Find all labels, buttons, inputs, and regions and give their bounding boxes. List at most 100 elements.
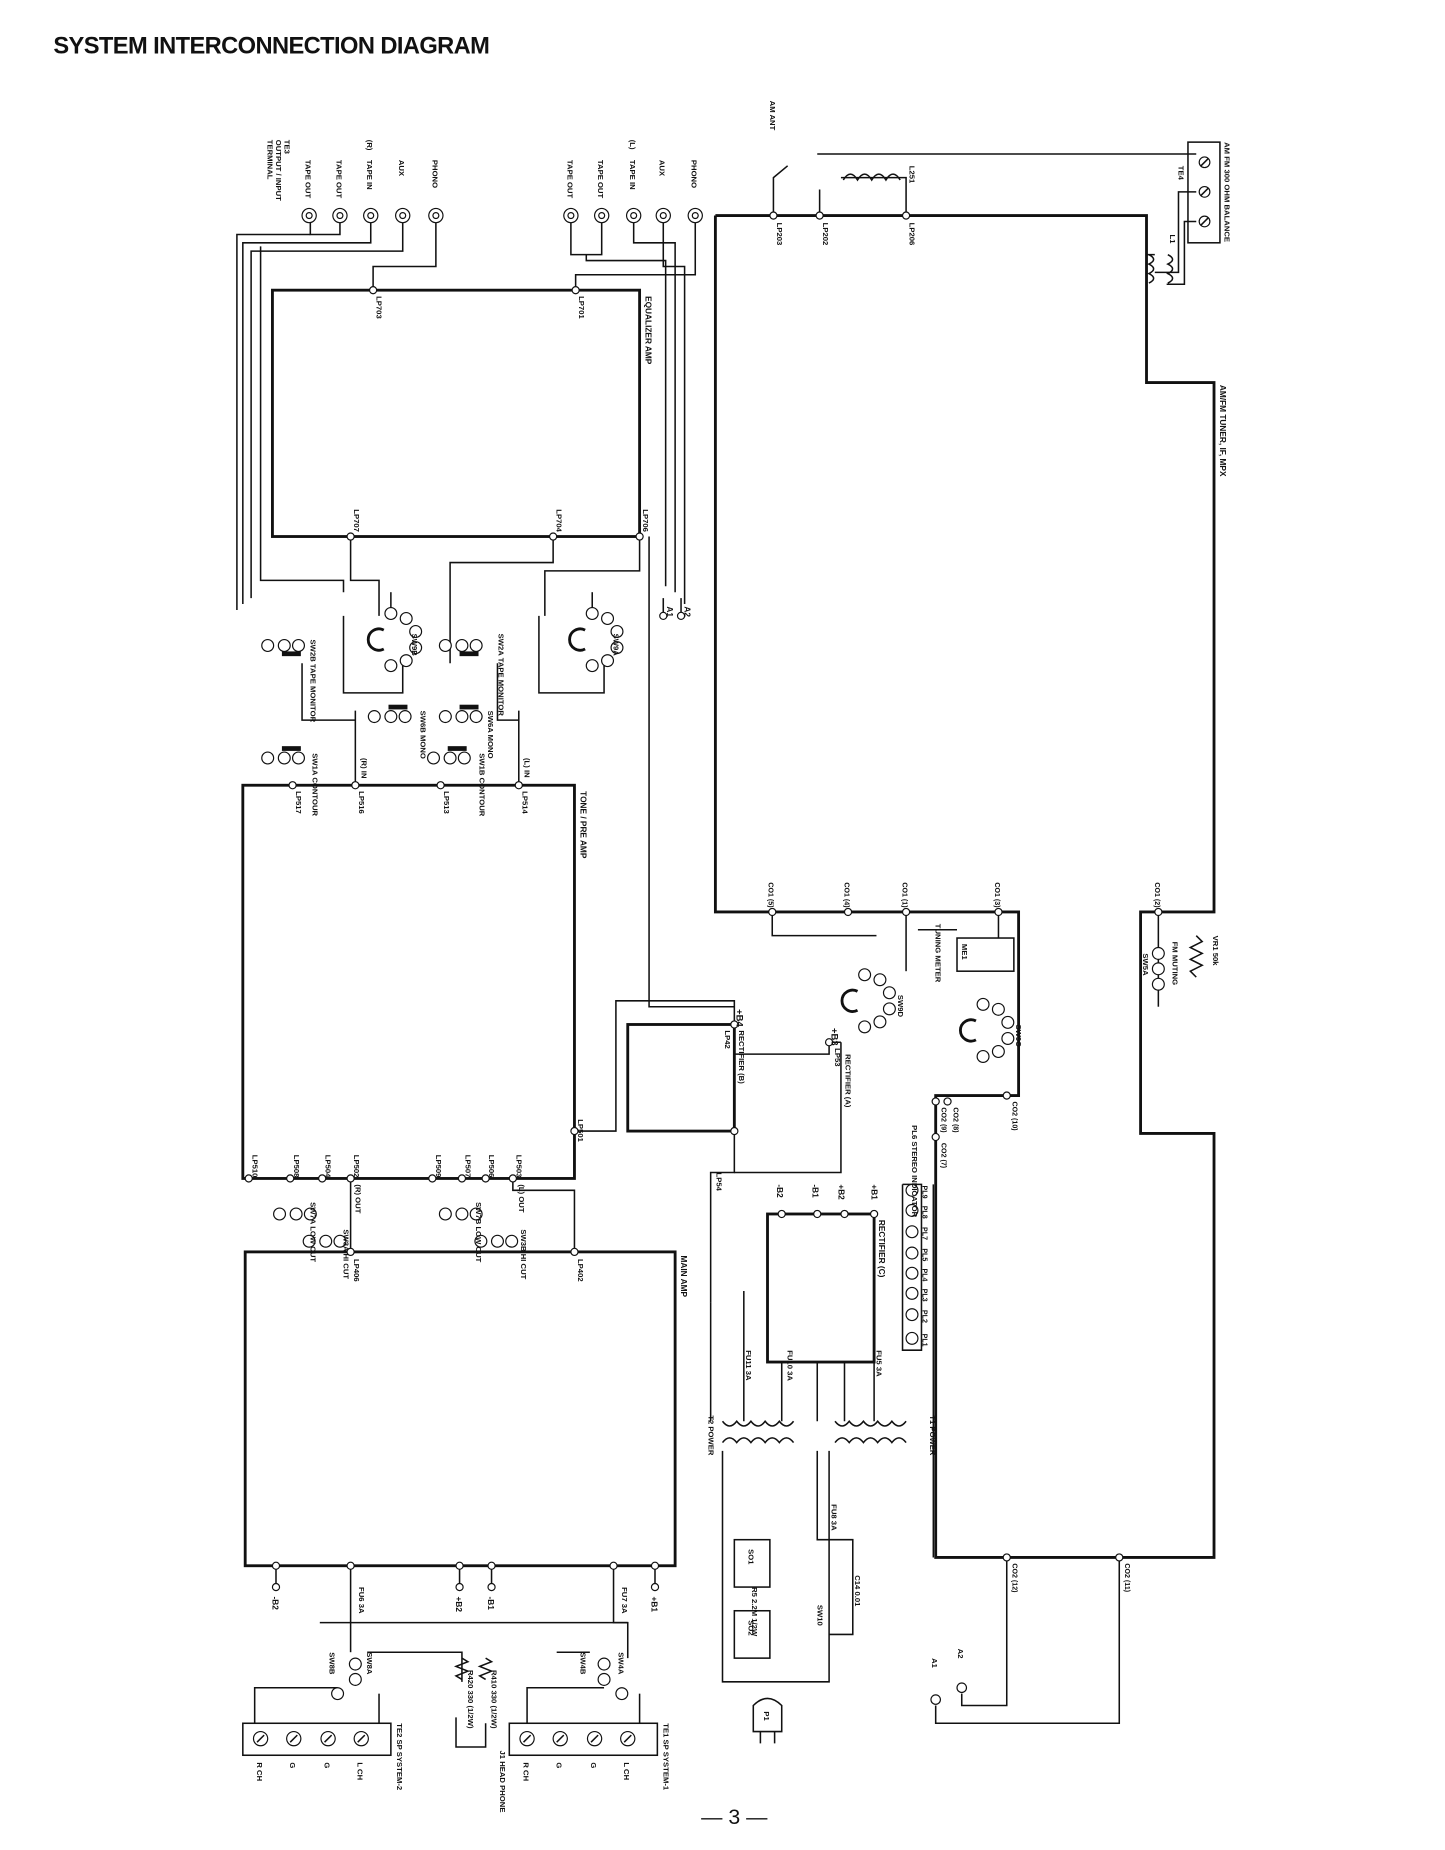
connection-point xyxy=(650,1561,660,1570)
label: SW3B HI CUT xyxy=(519,1229,528,1279)
label: SW9D xyxy=(896,995,905,1018)
label: SW3A HI CUT xyxy=(341,1229,350,1279)
connection-point xyxy=(813,1209,822,1219)
slide-switch-actuator xyxy=(459,651,479,657)
label: +B1 xyxy=(870,1184,880,1200)
pilot-lamp xyxy=(905,1308,919,1322)
wire xyxy=(236,233,311,610)
switch-contact xyxy=(348,1657,362,1671)
slide-switch-actuator xyxy=(281,651,301,657)
label: LP706 xyxy=(641,509,650,532)
label: G xyxy=(288,1762,297,1768)
label: +B4 xyxy=(734,1009,745,1027)
vr1-potentiometer xyxy=(1188,935,1204,978)
label: RECTIFIER (B) xyxy=(737,1030,746,1084)
wire xyxy=(709,1131,736,1303)
label: SW6B MONO xyxy=(418,711,427,759)
label: LP516 xyxy=(357,791,366,814)
rca-jack-center xyxy=(567,212,575,220)
wire xyxy=(455,1717,487,1748)
connection-point xyxy=(286,1174,295,1183)
connection-point xyxy=(931,1132,940,1142)
label: (R) IN xyxy=(359,758,368,779)
label: LP508 xyxy=(292,1155,301,1178)
label: -B1 xyxy=(486,1597,496,1611)
switch-contact xyxy=(505,1234,519,1248)
label: PL7 xyxy=(921,1227,929,1240)
label: TONE / PRE AMP xyxy=(578,791,588,859)
switch-contact xyxy=(585,606,599,621)
label: RECTIFIER (A) xyxy=(844,1054,853,1108)
switch-contact xyxy=(1151,946,1165,960)
label: SW2A TAPE MONITOR xyxy=(497,634,506,717)
connection-point xyxy=(244,1174,253,1183)
switch-contact xyxy=(409,624,423,639)
connection-point xyxy=(481,1174,490,1183)
wire xyxy=(632,222,676,593)
screw-slot xyxy=(256,1734,265,1743)
label: LP703 xyxy=(375,296,384,319)
label: SW2B TAPE MONITOR xyxy=(308,640,317,723)
screw-slot xyxy=(289,1734,298,1743)
connection-point xyxy=(508,1174,518,1183)
switch-contact xyxy=(601,611,615,625)
switch-contact xyxy=(469,638,483,653)
label: G xyxy=(323,1762,332,1768)
screw-slot xyxy=(357,1734,366,1743)
screw-slot xyxy=(590,1734,599,1743)
label: LP53 xyxy=(833,1048,842,1066)
switch-contact xyxy=(438,710,452,724)
label: AM FM 300 OHM BALANCE xyxy=(1223,142,1232,242)
label: SW6A MONO xyxy=(486,711,495,759)
label: PL4 xyxy=(921,1268,929,1281)
connection-point xyxy=(659,611,668,621)
label: LP54 xyxy=(715,1173,724,1192)
wire xyxy=(349,536,380,616)
screw-slot xyxy=(1200,158,1209,167)
label: FU5 3A xyxy=(874,1350,883,1377)
switch-contact xyxy=(426,751,441,765)
label: LP42 xyxy=(723,1030,732,1048)
l251-coil xyxy=(842,173,901,182)
connection-point xyxy=(843,907,853,917)
screw-slot xyxy=(623,1734,632,1743)
connection-point xyxy=(455,1561,464,1570)
pilot-lamp xyxy=(905,1286,919,1300)
label: A2 xyxy=(683,606,693,617)
switch-contact xyxy=(443,751,457,765)
wire xyxy=(496,663,519,721)
rotary-wiper xyxy=(366,627,385,652)
label: AM ANT xyxy=(768,101,777,131)
switch-contact xyxy=(277,638,291,653)
switch-contact xyxy=(333,1234,347,1248)
wire xyxy=(259,246,345,593)
switch-contact xyxy=(991,1044,1005,1059)
switch-contact xyxy=(858,1020,872,1034)
connection-point xyxy=(676,611,686,621)
label: FU11 3A xyxy=(744,1350,753,1381)
label: SO1 xyxy=(747,1549,756,1565)
label: VR1 50k xyxy=(1211,936,1220,967)
switch-contact xyxy=(1001,1015,1015,1029)
label: L CH xyxy=(622,1762,631,1780)
label: AM/FM TUNER, IF, MPX xyxy=(1218,385,1228,477)
switch-contact xyxy=(455,638,469,653)
rca-jack-center xyxy=(336,212,344,220)
screw-slot xyxy=(556,1734,565,1743)
connection-point xyxy=(635,532,644,541)
label: PL3 xyxy=(921,1289,929,1302)
switch-contact xyxy=(991,1002,1005,1016)
label: FU8 3A xyxy=(829,1504,838,1531)
wire xyxy=(449,536,554,664)
t2-power-transformer xyxy=(721,1419,795,1444)
label: A2 xyxy=(956,1649,965,1659)
label: ME1 xyxy=(960,944,969,961)
rotary-wiper xyxy=(568,627,586,652)
jack-label: TAPE OUT xyxy=(334,160,343,199)
switch-contact xyxy=(302,1234,316,1248)
connection-point xyxy=(609,1561,618,1570)
wire xyxy=(253,1686,338,1724)
switch-contact xyxy=(873,973,887,987)
label: LP701 xyxy=(577,296,586,319)
label: CO1 (1) xyxy=(901,882,909,908)
